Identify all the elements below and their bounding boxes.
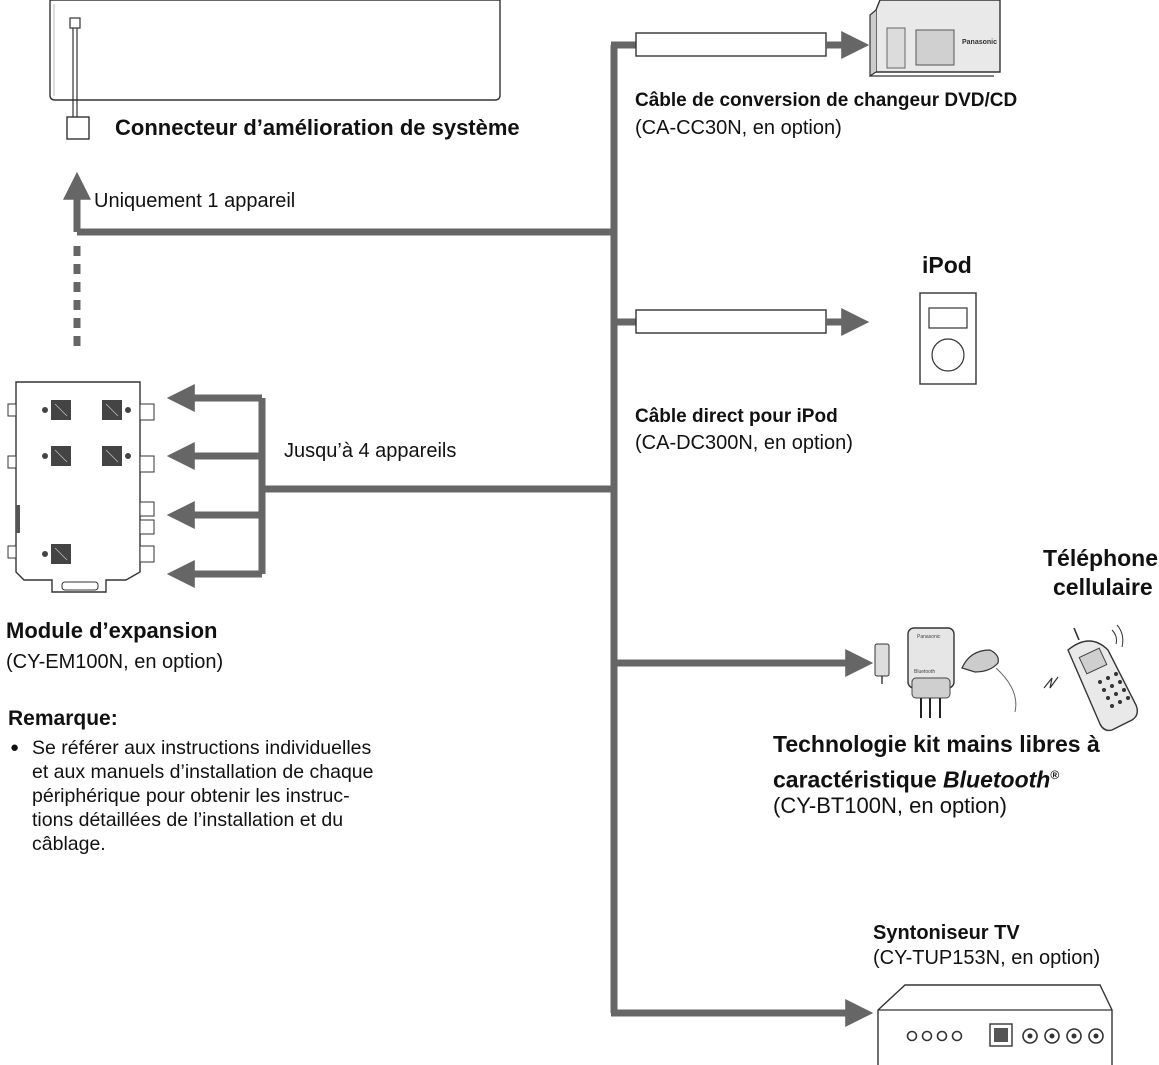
bluetooth-name-2: caractéristique Bluetooth® xyxy=(773,762,1059,793)
tv-tuner-icon xyxy=(877,984,1113,1065)
remark-line: et aux manuels d’installation de chaque xyxy=(32,761,374,783)
wireless-signal-icon xyxy=(1043,676,1059,689)
ipod-icon xyxy=(919,292,977,385)
ipod-cable-model: (CA-DC300N, en option) xyxy=(635,432,853,454)
dvd-cable-icon xyxy=(635,31,870,59)
ipod-title: iPod xyxy=(922,252,972,278)
dvd-changer-icon: Panasonic xyxy=(869,0,1001,78)
remark-line: câblage. xyxy=(32,833,106,855)
dvd-cable-model: (CA-CC30N, en option) xyxy=(635,117,842,139)
tv-tuner-name: Syntoniseur TV xyxy=(873,922,1020,944)
ipod-cable-name: Câble direct pour iPod xyxy=(635,406,838,427)
bluetooth-brand: Bluetooth xyxy=(943,766,1051,793)
ipod-cable-icon xyxy=(635,308,870,336)
remark-line: périphérique pour obtenir les instruc- xyxy=(32,785,350,807)
dvd-brand-text: Panasonic xyxy=(962,39,997,46)
phone-label-1: Téléphone xyxy=(1043,545,1159,571)
expansion-module-model: (CY-EM100N, en option) xyxy=(6,651,224,673)
remark-line: Se référer aux instructions individuelle… xyxy=(32,737,372,759)
remark-line: tions détaillées de l’installation et du xyxy=(32,809,344,831)
wire-to-connector xyxy=(63,171,614,236)
expansion-module-icon xyxy=(7,381,155,593)
head-unit-icon xyxy=(49,0,501,117)
bt-sub-text: Bluetooth xyxy=(914,669,935,675)
cell-phone-icon xyxy=(1067,624,1139,732)
remark-box: Remarque: Se référer aux instructions in… xyxy=(8,706,428,856)
multi-device-label: Jusqu’à 4 appareils xyxy=(284,440,457,462)
single-device-label: Uniquement 1 appareil xyxy=(94,190,296,212)
system-connector-icon xyxy=(66,116,90,140)
bluetooth-name-1: Technologie kit mains libres à xyxy=(773,731,1100,757)
phone-label-2: cellulaire xyxy=(1053,574,1153,600)
bluetooth-model: (CY-BT100N, en option) xyxy=(773,793,1007,818)
bt-brand-text: Panasonic xyxy=(917,634,941,640)
dvd-cable-name: Câble de conversion de changeur DVD/CD xyxy=(635,90,1018,111)
connector-label: Connecteur d’amélioration de système xyxy=(115,115,520,140)
expansion-wires xyxy=(166,384,614,588)
bluetooth-name-prefix: caractéristique xyxy=(773,766,944,793)
remark-list: Se référer aux instructions individuelle… xyxy=(8,736,428,856)
remark-title: Remarque: xyxy=(8,707,118,730)
expansion-module-name: Module d’expansion xyxy=(6,618,218,643)
remark-item: Se référer aux instructions individuelle… xyxy=(8,736,428,856)
bluetooth-mark: ® xyxy=(1050,768,1060,782)
bluetooth-kit-icon: Panasonic Bluetooth xyxy=(874,627,1017,718)
tv-tuner-model: (CY-TUP153N, en option) xyxy=(873,947,1101,969)
